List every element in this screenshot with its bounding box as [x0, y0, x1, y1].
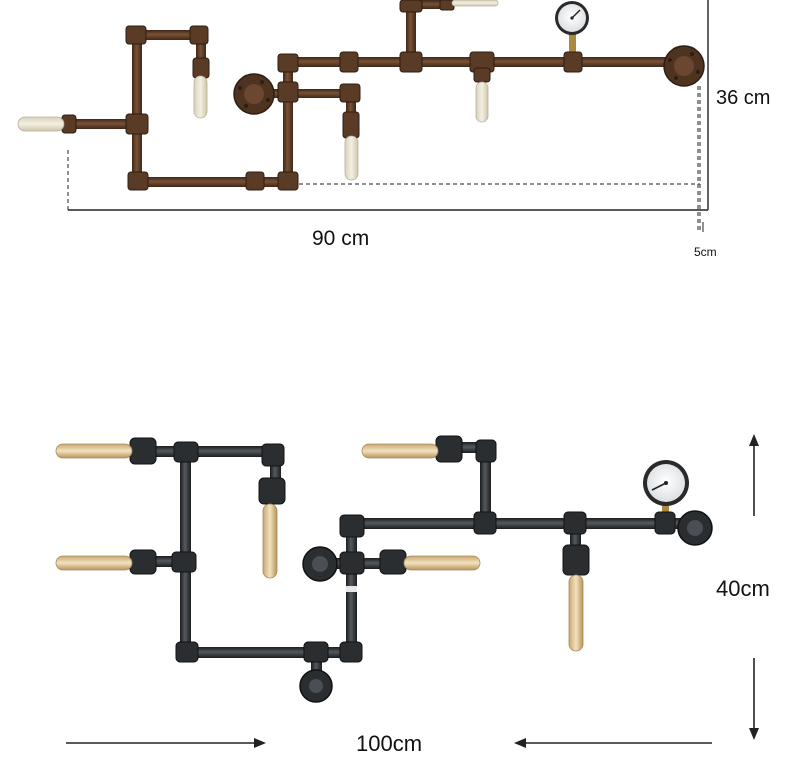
bottom-height-label: 40cm — [716, 576, 770, 601]
pipe-segment — [250, 89, 360, 98]
pipe-segment — [436, 442, 490, 453]
gauge-stem — [662, 500, 669, 522]
wall-flange-icon — [677, 510, 713, 546]
elbow-fitting — [261, 443, 285, 467]
socket-fitting — [258, 477, 286, 505]
pipe-segment — [480, 448, 491, 524]
pipe-segment — [570, 522, 581, 552]
top-pipe-lamp: 36 cm 90 cm 5cm — [17, 0, 770, 259]
elbow-fitting — [339, 83, 361, 103]
tee-fitting — [399, 51, 423, 73]
wall-flange-icon — [233, 73, 275, 115]
pipe-segment — [132, 30, 202, 40]
top-dimension-lines — [67, 0, 709, 232]
socket-fitting — [129, 549, 157, 575]
pipe-segment — [270, 452, 281, 484]
tee-fitting — [563, 511, 587, 535]
elbow-fitting — [175, 641, 199, 663]
bottom-pipe-lamp: 40cm 100cm — [55, 434, 770, 756]
tee-fitting — [654, 511, 676, 535]
elbow-fitting — [127, 171, 149, 191]
edison-bulb-icon — [55, 555, 133, 571]
elbow-fitting — [189, 25, 209, 45]
gauge-stem — [569, 32, 576, 60]
socket-fitting — [562, 544, 590, 576]
edison-bulb-icon — [262, 503, 278, 579]
bottom-dimension-arrows — [66, 434, 759, 748]
elbow-fitting — [125, 25, 147, 45]
top-width-label: 90 cm — [312, 227, 369, 250]
socket-fitting — [379, 549, 407, 575]
edison-bulb-icon — [17, 116, 65, 132]
tee-fitting — [173, 441, 199, 463]
elbow-fitting — [339, 641, 363, 663]
elbow-fitting — [399, 0, 423, 13]
edison-bulb-icon — [403, 555, 481, 571]
coupling-fitting — [339, 51, 359, 73]
tee-fitting — [339, 551, 365, 575]
top-height-label: 36 cm — [716, 87, 770, 109]
edison-bulb-icon — [568, 574, 584, 652]
socket-fitting — [192, 57, 210, 79]
wall-flange-icon — [663, 45, 705, 87]
pipe-segment — [196, 34, 206, 64]
edison-bulb-icon — [475, 81, 489, 123]
pressure-gauge-icon — [555, 1, 589, 35]
edison-bulb-icon — [361, 443, 439, 459]
tee-fitting — [563, 51, 583, 73]
edison-bulb-icon — [193, 75, 208, 119]
socket-fitting — [129, 437, 157, 465]
socket-fitting — [342, 111, 360, 139]
pipe-segment — [138, 177, 288, 187]
wall-flange-icon — [302, 546, 338, 582]
bottom-width-label: 100cm — [356, 731, 422, 756]
pipe-segment — [283, 62, 293, 184]
tee-fitting — [171, 551, 197, 573]
elbow-fitting — [339, 514, 365, 538]
wall-flange-icon — [299, 669, 333, 703]
pipe-segment — [184, 647, 356, 658]
tee-fitting — [303, 641, 329, 663]
pipe-segment — [406, 0, 446, 9]
tee-fitting — [125, 113, 149, 135]
top-depth-label: 5cm — [694, 245, 717, 259]
pipe-band — [346, 586, 357, 592]
edison-bulb-icon — [344, 135, 359, 181]
socket-fitting — [473, 67, 491, 83]
edison-bulb-icon — [55, 443, 133, 459]
pipe-segment — [311, 654, 322, 678]
pipe-segment — [70, 119, 136, 129]
pipe-segment — [346, 90, 356, 130]
pressure-gauge-icon — [643, 460, 689, 506]
socket-fitting — [435, 435, 463, 463]
pipe-segment — [132, 35, 142, 185]
pipe-segment — [178, 446, 278, 457]
elbow-fitting — [277, 171, 299, 191]
elbow-fitting — [277, 53, 299, 73]
coupling-fitting — [245, 171, 265, 191]
tee-fitting — [277, 81, 299, 103]
elbow-fitting — [475, 439, 497, 463]
pipe-segment — [346, 518, 696, 529]
pipe-segment — [406, 0, 416, 62]
tee-fitting — [473, 511, 497, 535]
edison-bulb-icon — [451, 0, 499, 7]
